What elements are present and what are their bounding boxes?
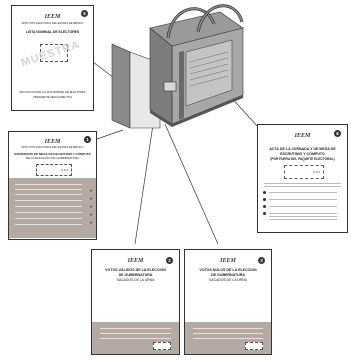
doc-expediente: 1 IEEM INSTITUTO ELECTORAL DEL ESTADO DE… <box>8 131 97 240</box>
doc-title-line2: DE GUBERNATURA <box>211 273 245 277</box>
doc-lista-nominal: 5 IEEM INSTITUTO ELECTORAL DEL ESTADO DE… <box>11 5 94 111</box>
doc-title: LISTA NOMINAL DE ELECTORES <box>25 30 80 34</box>
ieem-logo: IEEM <box>44 14 61 20</box>
folio-number: 0 0 1 <box>61 168 68 172</box>
doc-title-line3: SACADOS DE LA URNA <box>116 278 155 282</box>
doc-title-line3: (POR FUERA DEL PAQUETE ELECTORAL) <box>270 157 335 161</box>
doc-title-line2: DE GUBERNATURA <box>118 273 153 277</box>
doc-number-field <box>245 342 263 350</box>
doc-number-badge: 3 <box>258 257 265 264</box>
folio-number: 0 0 1 <box>313 170 320 174</box>
check-mark: ✔ <box>89 188 93 193</box>
list-bullet <box>263 212 266 215</box>
doc-title-line2: DE LA ELECCIÓN DE GUBERNATURA <box>25 156 80 160</box>
check-mark: ✔ <box>89 196 93 201</box>
doc-number-badge: 1 <box>84 136 91 143</box>
list-bullet <box>263 191 266 194</box>
box-open-flap <box>111 43 131 129</box>
doc-number-badge: 6 <box>334 130 341 137</box>
check-mark: ✔ <box>89 204 93 209</box>
doc-title-line1: EXPEDIENTE DE MESA DE ESCRUTINIO Y CÓMPU… <box>14 152 91 156</box>
box-front-pocket <box>185 39 233 107</box>
check-mark: ✔ <box>89 212 93 217</box>
ieem-logo: IEEM <box>44 139 61 145</box>
box-side-strip <box>179 51 184 120</box>
check-mark: ✔ <box>89 220 93 225</box>
doc-footer-line2: PRESIDENTE MESA DIRECTIVA <box>33 96 72 99</box>
doc-folio-box: 0 0 1 <box>36 164 72 176</box>
pointer-line-doc3 <box>164 123 219 245</box>
doc-acta-jornada: 6 IEEM ACTA DE LA JORNADA Y DE MESA DE E… <box>257 124 348 233</box>
doc-footer-line1: DEVOLUCIÓN DE LA LISTA NOMINAL DE ELECTO… <box>19 91 86 94</box>
doc-title-line2: ESCRUTINIO Y CÓMPUTO <box>280 152 325 156</box>
doc-title-line1: ACTA DE LA JORNADA Y DE MESA DE <box>269 147 336 151</box>
ieem-logo: IEEM <box>220 258 236 264</box>
doc-header: INSTITUTO ELECTORAL DEL ESTADO DE MÉXICO <box>21 146 84 149</box>
ieem-logo: IEEM <box>127 258 144 264</box>
doc-folio-box <box>40 44 68 62</box>
doc-number-field <box>153 342 171 350</box>
list-bullet <box>263 205 266 208</box>
doc-title-line1: VOTOS NULOS DE LA ELECCIÓN <box>199 268 257 272</box>
doc-number-badge: 2 <box>166 257 173 264</box>
doc-votos-validos: 2 IEEM VOTOS VÁLIDOS DE LA ELECCIÓN DE G… <box>91 249 180 355</box>
list-bullet <box>263 198 266 201</box>
doc-gray-section <box>9 178 96 238</box>
ieem-logo: IEEM <box>294 133 311 139</box>
box-latch <box>163 81 177 92</box>
pointer-line-doc2 <box>134 117 155 245</box>
doc-folio-box: 0 0 1 <box>284 165 324 179</box>
doc-title-line3: SACADOS DE LA URNA <box>209 278 247 282</box>
doc-title-line1: VOTOS VÁLIDOS DE LA ELECCIÓN <box>105 268 166 272</box>
doc-number-badge: 5 <box>81 10 88 17</box>
doc-header: INSTITUTO ELECTORAL DEL ESTADO DE MÉXICO <box>21 22 84 25</box>
doc-votos-nulos: 3 IEEM VOTOS NULOS DE LA ELECCIÓN DE GUB… <box>184 249 272 355</box>
pointer-line-doc1 <box>93 129 124 141</box>
